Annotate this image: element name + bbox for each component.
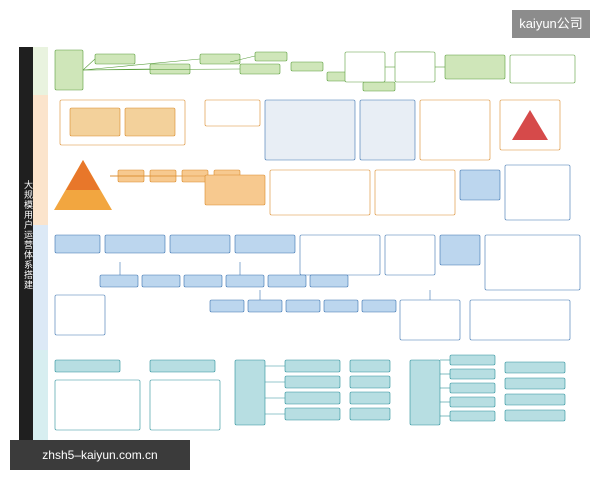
diagram-node-78 — [284, 391, 341, 405]
poster-spine — [19, 47, 33, 442]
diagram-node-70 — [149, 359, 216, 373]
diagram-node-62 — [285, 299, 321, 313]
diagram-node-74 — [284, 359, 341, 373]
diagram-node-95 — [449, 410, 496, 422]
diagram-node-64 — [361, 299, 397, 313]
diagram-node-39 — [269, 169, 371, 216]
diagram-node-65 — [399, 299, 461, 341]
funnel-top-icon — [512, 110, 548, 140]
diagram-node-61 — [247, 299, 283, 313]
diagram-node-6 — [199, 53, 241, 65]
diagram-node-42 — [504, 164, 571, 221]
section-band-4 — [33, 350, 48, 442]
diagram-node-17 — [444, 54, 506, 80]
diagram-node-41 — [459, 169, 501, 201]
diagram-connector-7 — [82, 58, 201, 71]
diagram-node-71 — [54, 379, 141, 431]
diagram-node-26 — [264, 99, 356, 161]
diagram-node-86 — [409, 359, 441, 426]
diagram-node-45 — [169, 234, 231, 254]
section-band-1 — [33, 47, 48, 95]
diagram-node-28 — [419, 99, 491, 161]
poster-title: 大规模用户运营体系搭建 — [23, 180, 33, 290]
diagram-node-100 — [504, 409, 566, 422]
diagram-node-40 — [374, 169, 456, 216]
diagram-node-16 — [394, 51, 436, 83]
diagram-node-72 — [149, 379, 221, 431]
diagram-node-69 — [54, 359, 121, 373]
diagram-node-24 — [124, 107, 176, 137]
section-band-3 — [33, 225, 48, 350]
diagram-node-97 — [504, 361, 566, 374]
diagram-node-18 — [509, 54, 576, 84]
diagram-node-1 — [54, 49, 84, 91]
diagram-node-48 — [384, 234, 436, 276]
diagram-node-52 — [141, 274, 181, 288]
diagram-node-11 — [290, 61, 324, 72]
diagram-node-63 — [323, 299, 359, 313]
diagram-node-25 — [204, 99, 261, 127]
diagram-node-13 — [362, 81, 396, 92]
diagram-node-54 — [225, 274, 265, 288]
diagram-node-43 — [54, 234, 101, 254]
diagram-node-53 — [183, 274, 223, 288]
diagram-node-23 — [69, 107, 121, 137]
diagram-node-47 — [299, 234, 381, 276]
diagram-node-82 — [349, 359, 391, 373]
watermark-bottom: zhsh5–kaiyun.com.cn — [10, 440, 190, 470]
diagram-connector-3 — [82, 58, 96, 71]
diagram-node-84 — [349, 391, 391, 405]
diagram-node-73 — [234, 359, 266, 426]
diagram-node-98 — [504, 377, 566, 390]
diagram-node-83 — [349, 375, 391, 389]
pyramid-top-icon — [66, 160, 100, 190]
watermark-top: kaiyun公司 — [512, 10, 590, 38]
diagram-node-27 — [359, 99, 416, 161]
diagram-node-50 — [484, 234, 581, 291]
diagram-node-60 — [209, 299, 245, 313]
diagram-connector-19 — [229, 55, 256, 63]
diagram-node-4 — [149, 63, 191, 75]
diagram-node-49 — [439, 234, 481, 266]
diagram-node-46 — [234, 234, 296, 254]
diagram-node-93 — [449, 396, 496, 408]
diagram-node-59 — [54, 294, 106, 336]
diagram-node-87 — [449, 354, 496, 366]
diagram-node-66 — [469, 299, 571, 341]
diagram-node-91 — [449, 382, 496, 394]
diagram-node-38 — [204, 174, 266, 206]
diagram-node-56 — [309, 274, 349, 288]
diagram-node-99 — [504, 393, 566, 406]
diagram-node-10 — [254, 51, 288, 62]
section-band-2 — [33, 95, 48, 225]
diagram-node-76 — [284, 375, 341, 389]
diagram-node-2 — [94, 53, 136, 65]
diagram-node-15 — [344, 51, 386, 83]
diagram-node-89 — [449, 368, 496, 380]
diagram-node-85 — [349, 407, 391, 421]
diagram-node-44 — [104, 234, 166, 254]
diagram-node-51 — [99, 274, 139, 288]
diagram-node-8 — [239, 63, 281, 75]
diagram-node-80 — [284, 407, 341, 421]
diagram-node-55 — [267, 274, 307, 288]
diagram-connector-9 — [82, 68, 241, 71]
